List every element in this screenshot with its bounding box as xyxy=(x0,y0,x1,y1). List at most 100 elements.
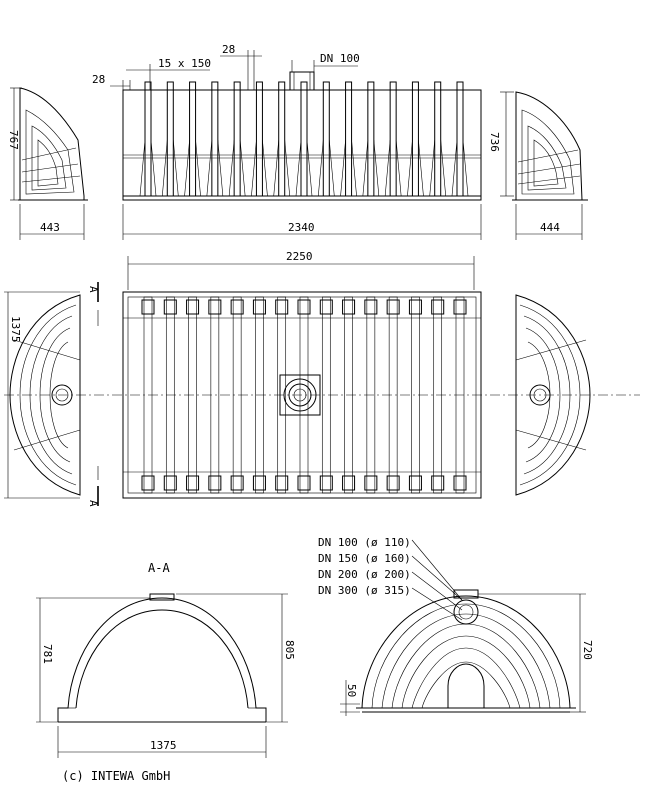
front-nozzle-label: DN 100 xyxy=(320,52,360,65)
plan-rib-top-cap xyxy=(386,299,400,315)
plan-rib-bottom-cap xyxy=(386,475,400,491)
nozzle-size-2: DN 150 (ø 160) xyxy=(318,552,411,565)
plan-rib-top-cap xyxy=(252,299,266,315)
front-rib-brace xyxy=(429,139,447,197)
section-title: A-A xyxy=(148,561,170,575)
front-elevation: 28 15 x 150 28 DN 100 2340 xyxy=(92,43,482,240)
plan-ribs xyxy=(141,296,467,494)
plan-rib xyxy=(277,296,287,494)
plan-rib xyxy=(433,296,443,494)
front-rib xyxy=(255,81,263,197)
plan-rib-top-cap xyxy=(297,299,311,315)
plan-length-label: 2250 xyxy=(286,250,313,263)
right-end-elevation: 736 444 xyxy=(488,91,588,240)
plan-rib xyxy=(188,296,197,494)
end-view-height-label: 720 xyxy=(581,640,594,660)
left-view-height-label: 767 xyxy=(7,130,20,150)
plan-rib-bottom-cap xyxy=(342,475,356,491)
plan-rib xyxy=(455,296,465,494)
front-rib xyxy=(233,81,241,197)
plan-rib-bottom-cap xyxy=(252,475,266,491)
left-plan-view: 1375 xyxy=(4,291,81,499)
plan-rib-top-cap xyxy=(453,299,467,315)
front-rib-brace xyxy=(317,139,335,197)
plan-rib-bottom-cap xyxy=(141,475,155,491)
front-rib-brace xyxy=(340,139,357,197)
plan-rib xyxy=(388,296,398,494)
plan-rib-top-cap xyxy=(186,299,200,315)
plan-rib xyxy=(210,296,220,494)
front-rib xyxy=(389,81,397,197)
front-rib-brace xyxy=(451,139,469,197)
nozzle-size-1: DN 100 (ø 110) xyxy=(318,536,411,549)
plan-rib-bottom-cap xyxy=(364,475,378,491)
plan-rib-top-cap xyxy=(230,299,244,315)
front-rib-brace xyxy=(251,139,268,197)
front-rib-brace xyxy=(139,139,157,197)
plan-view xyxy=(122,291,482,499)
section-outer-height-label: 805 xyxy=(283,640,296,660)
plan-rib-top-cap xyxy=(408,299,422,315)
front-rib xyxy=(322,81,330,197)
plan-rib xyxy=(255,296,264,494)
plan-rib-top-cap xyxy=(342,299,356,315)
front-rib-brace xyxy=(206,139,224,197)
plan-rib-top-cap xyxy=(163,299,177,315)
left-view-width-label: 443 xyxy=(40,221,60,234)
front-rib-brace xyxy=(184,139,201,197)
front-rib-brace xyxy=(295,139,313,197)
plan-rib-top-cap xyxy=(319,299,333,315)
plan-rib xyxy=(232,296,242,494)
plan-rib-bottom-cap xyxy=(431,475,445,491)
section-a-a: A-A 781 805 1375 xyxy=(36,561,296,758)
section-base-width-label: 1375 xyxy=(150,739,177,752)
front-rib xyxy=(211,81,219,197)
section-marker-top: A xyxy=(87,286,100,293)
plan-rib-top-cap xyxy=(275,299,289,315)
plan-rib-bottom-cap xyxy=(208,475,222,491)
left-end-elevation: 767 443 xyxy=(7,87,88,240)
right-view-width-label: 444 xyxy=(540,221,560,234)
plan-rib-bottom-cap xyxy=(453,475,467,491)
plan-rib xyxy=(411,296,420,494)
front-rib-brace xyxy=(273,139,291,197)
front-rib xyxy=(367,81,375,197)
plan-rib-bottom-cap xyxy=(408,475,422,491)
right-plan-view xyxy=(515,294,591,496)
front-rib xyxy=(456,81,464,197)
front-rib xyxy=(411,81,419,197)
copyright-label: (c) INTEWA GmbH xyxy=(62,769,170,783)
plan-rib-top-cap xyxy=(208,299,222,315)
front-rib-brace xyxy=(161,139,179,197)
front-rib xyxy=(166,81,174,197)
nozzle-size-3: DN 200 (ø 200) xyxy=(318,568,411,581)
end-view-nozzles: DN 100 (ø 110) DN 150 (ø 160) DN 200 (ø … xyxy=(318,536,594,716)
plan-rib-bottom-cap xyxy=(163,475,177,491)
plan-rib-top-cap xyxy=(431,299,445,315)
front-rib-brace xyxy=(228,139,246,197)
right-view-height-label: 736 xyxy=(488,132,501,152)
end-view-base-label: 50 xyxy=(345,684,358,697)
section-markers: A A xyxy=(87,282,100,507)
front-ribs xyxy=(139,81,469,197)
plan-rib-bottom-cap xyxy=(186,475,200,491)
plan-rib-bottom-cap xyxy=(275,475,289,491)
plan-rib xyxy=(165,296,175,494)
front-rib xyxy=(345,81,353,197)
plan-rib xyxy=(366,296,376,494)
plan-rib-bottom-cap xyxy=(230,475,244,491)
front-rib xyxy=(278,81,286,197)
front-pitch-label: 15 x 150 xyxy=(158,57,211,70)
front-edge-label: 28 xyxy=(92,73,105,86)
front-rib-brace xyxy=(407,139,424,197)
plan-rib-top-cap xyxy=(141,299,155,315)
front-length-label: 2340 xyxy=(288,221,315,234)
plan-rib-bottom-cap xyxy=(297,475,311,491)
front-rib-brace xyxy=(384,139,402,197)
plan-rib xyxy=(321,296,331,494)
plan-rib-bottom-cap xyxy=(319,475,333,491)
front-rib-label: 28 xyxy=(222,43,235,56)
plan-rib-top-cap xyxy=(364,299,378,315)
